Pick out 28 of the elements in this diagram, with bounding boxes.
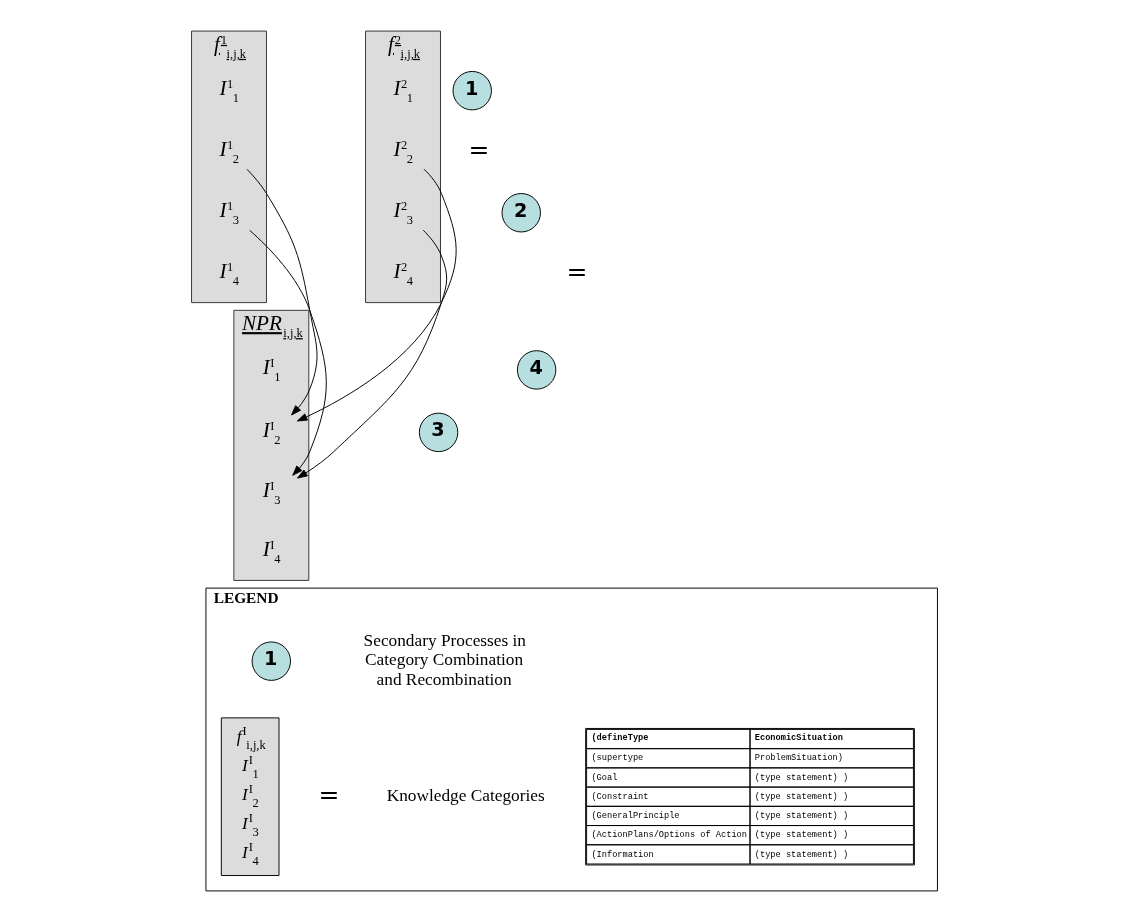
label: (type statement) ): [754, 811, 849, 822]
node-circle: 1: [452, 70, 492, 111]
label: (type statement) ): [754, 772, 849, 783]
arrow: [249, 229, 327, 476]
label: ProblemSituation): [754, 753, 843, 764]
label: (Goal: [591, 772, 618, 783]
label: =: [318, 779, 340, 809]
label: =: [566, 256, 588, 286]
node-circle: 3: [418, 412, 459, 453]
label: (Constraint: [591, 791, 649, 802]
arrow: [246, 168, 318, 416]
label: (type statement) ): [754, 849, 849, 860]
label: (ActionPlans/Options of Action: [591, 830, 747, 841]
legend-label: Knowledge Categories: [386, 785, 545, 805]
label: (type statement) ): [754, 791, 849, 802]
arrow: [296, 168, 457, 422]
node-circle: 4: [516, 350, 557, 390]
label: =: [468, 134, 490, 164]
label: (GeneralPrinciple: [591, 811, 680, 822]
label: (supertype: [591, 753, 644, 764]
label: (Information: [591, 849, 654, 860]
node-circle: 2: [501, 193, 541, 233]
arrow: [297, 229, 448, 479]
label: (defineType: [591, 733, 649, 744]
node-circle: 1: [251, 641, 292, 681]
legend-label: Secondary Processes in Category Combination and Recombination: [363, 631, 526, 689]
label: (type statement) ): [754, 830, 849, 841]
label: EconomicSituation: [754, 733, 843, 744]
